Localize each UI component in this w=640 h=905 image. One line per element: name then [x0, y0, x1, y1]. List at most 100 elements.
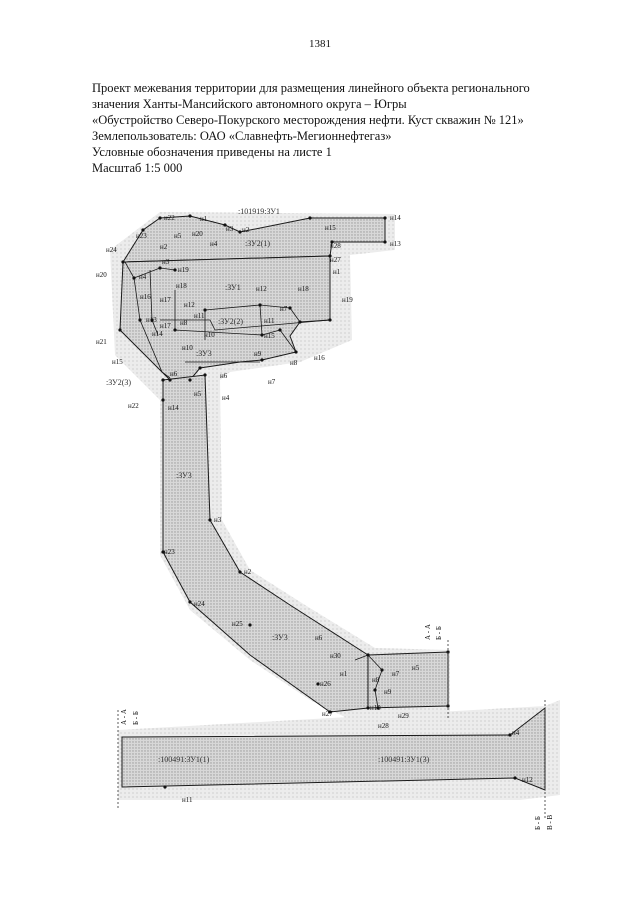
scale-line: Масштаб 1:5 000 — [92, 161, 183, 175]
point-label: н2 — [160, 243, 168, 251]
point-label: н23 — [164, 548, 175, 556]
vertex-markers — [118, 214, 517, 789]
point-label: н15 — [112, 358, 123, 366]
point-label: н18 — [176, 282, 187, 290]
point-label: н25 — [232, 620, 243, 628]
section-label-vv-right: В - В — [546, 815, 554, 831]
point-label: н24 — [106, 246, 117, 254]
point-label: н7 — [268, 378, 276, 386]
header-line-5: Условные обозначения приведены на листе … — [92, 145, 332, 159]
point-label: н12 — [522, 776, 533, 784]
parcel-label-lower-left: :100491:ЗУ1(1) — [158, 755, 210, 764]
point-label: н5 — [174, 232, 182, 240]
point-label: н3 — [162, 258, 170, 266]
point-label: н2 — [242, 226, 250, 234]
inner-boundaries — [124, 261, 383, 709]
page-number: 1381 — [309, 38, 331, 50]
point-label: н16 — [314, 354, 325, 362]
point-label: н4 — [210, 240, 218, 248]
section-label-bb-right: Б - Б — [534, 816, 542, 830]
point-label: н13 — [390, 240, 401, 248]
header-line-2: значения Ханты-Мансийского автономного о… — [92, 97, 407, 111]
point-label: н26 — [320, 680, 331, 688]
point-label: н10 — [370, 704, 381, 712]
parcel-right-stub — [367, 651, 449, 709]
point-label: н12 — [256, 285, 267, 293]
point-label: н2 — [244, 568, 252, 576]
parcel-label-zu1: :ЗУ1 — [225, 283, 241, 292]
header-line-4: Землепользователь: ОАО «Славнефть-Мегион… — [92, 129, 392, 143]
header-line-3: «Обустройство Северо-Покурского месторож… — [92, 113, 524, 127]
point-labels: н22 н1 н5 н20 н3 н2 н4 н14 н15 н28 н13 н… — [96, 214, 533, 804]
point-label: н17 — [160, 296, 171, 304]
point-label: н11 — [182, 796, 193, 804]
parcel-label-zu3-b: :ЗУ3 — [176, 471, 192, 480]
point-label: н16 — [140, 293, 151, 301]
parcel-label-zu3-c: :ЗУ3 — [272, 633, 288, 642]
point-label: н6 — [170, 370, 178, 378]
point-label: н15 — [325, 224, 336, 232]
point-label: н14 — [168, 404, 179, 412]
point-label: н29 — [398, 712, 409, 720]
point-label: н6 — [315, 634, 323, 642]
document-header: Проект межевания территории для размещен… — [92, 80, 612, 176]
point-label: н8 — [290, 359, 298, 367]
section-label-aa-left: А - А — [120, 709, 128, 725]
point-label: н11 — [194, 312, 205, 320]
point-label: н13 — [146, 316, 157, 324]
point-label: н10 — [182, 344, 193, 352]
point-label: н4 — [139, 273, 147, 281]
parcel-label-lower-right: :100491:ЗУ1(3) — [378, 755, 430, 764]
point-label: н8 — [372, 676, 380, 684]
point-label: н27 — [330, 256, 341, 264]
header-line-1: Проект межевания территории для размещен… — [92, 81, 530, 95]
point-label: н19 — [178, 266, 189, 274]
section-label-aa: А - А — [424, 624, 432, 640]
point-label: н20 — [192, 230, 203, 238]
point-label: н5 — [194, 390, 202, 398]
point-label: н3 — [214, 516, 222, 524]
point-label: н23 — [136, 232, 147, 240]
parcel-label-zu2-2: :ЗУ2(2) — [218, 317, 243, 326]
point-label: н5 — [412, 664, 420, 672]
point-label: н8 — [180, 319, 188, 327]
point-label: н17 — [160, 322, 171, 330]
point-label: н6 — [220, 372, 228, 380]
point-label: н20 — [96, 271, 107, 279]
point-label: н9 — [254, 350, 262, 358]
point-label: н15 — [264, 332, 275, 340]
section-label-bb: Б - Б — [435, 626, 443, 640]
section-lines — [117, 640, 546, 820]
point-label: н4 — [222, 394, 230, 402]
point-label: н27 — [322, 710, 333, 718]
point-label: н30 — [330, 652, 341, 660]
parcel-upper-pad — [122, 215, 386, 263]
parcel-road-corridor — [162, 374, 369, 713]
point-label: н7 — [392, 670, 400, 678]
parcel-label-zu2-1: :ЗУ2(1) — [245, 239, 270, 248]
point-label: н1 — [333, 268, 341, 276]
point-label: н14 — [390, 214, 401, 222]
point-label: н18 — [298, 285, 309, 293]
point-label: н11 — [264, 317, 275, 325]
point-label: н24 — [194, 600, 205, 608]
point-label: н1 — [200, 215, 208, 223]
point-label: н22 — [164, 214, 175, 222]
point-label: н28 — [330, 242, 341, 250]
point-label: н14 — [152, 330, 163, 338]
point-label: н1 — [340, 670, 348, 678]
point-label: н22 — [128, 402, 139, 410]
point-label: н3 — [226, 225, 234, 233]
point-label: н28 — [378, 722, 389, 730]
point-label: н7 — [280, 305, 288, 313]
parcel-label-zu3-a: :ЗУ3 — [196, 349, 212, 358]
point-label: н4 — [512, 729, 520, 737]
point-label: н21 — [96, 338, 107, 346]
point-label: н9 — [384, 688, 392, 696]
point-label: н19 — [342, 296, 353, 304]
parcel-label-cadastral-top: :101919:ЗУ1 — [238, 207, 280, 216]
point-label: н10 — [204, 331, 215, 339]
point-label: н12 — [184, 301, 195, 309]
parcel-label-zu2-3: :ЗУ2(3) — [106, 378, 131, 387]
